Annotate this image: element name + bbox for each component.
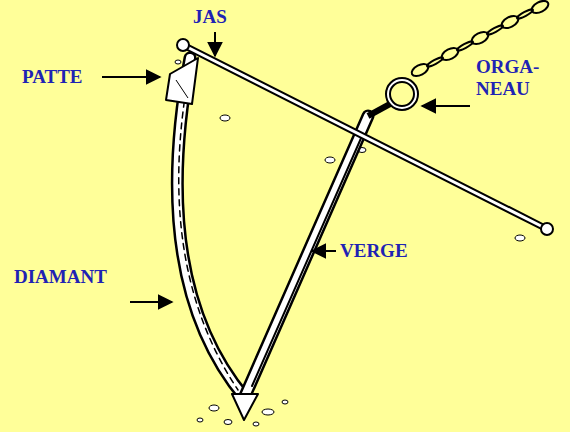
seabed-pebbles [197,418,203,422]
seabed-pebbles [220,115,230,121]
anchor-fluke [176,80,188,98]
anchor-stock [183,45,545,228]
anchor-ring [368,104,390,116]
seabed-pebbles [224,420,232,425]
part-label: ORGA- NEAU [476,56,539,100]
anchor-arm [177,58,245,398]
seabed-pebbles [253,422,259,426]
anchor-ring [368,80,416,116]
pointer-arrow [312,250,336,252]
seabed-pebbles [325,157,335,163]
anchor-chain [530,0,551,16]
anchor-arm [179,90,238,390]
pointer-arrow [102,76,160,78]
pointer-arrow [214,32,216,56]
pointer-arrow [422,105,470,107]
anchor-fluke [166,58,198,104]
seabed-pebbles [262,409,274,415]
anchor-stock [177,39,553,235]
anchor-fluke [232,394,258,420]
seabed-pebbles [282,400,288,404]
seabed-pebbles [515,235,525,241]
seabed-pebbles [175,60,181,64]
seabed-pebbles [209,405,219,411]
anchor-ring [388,80,416,108]
part-label: VERGE [340,240,408,262]
anchor-stock [541,223,553,235]
anchor-stock [177,39,189,51]
anchor-arm [177,58,245,398]
anchor-fluke [166,58,258,420]
part-label: JAS [193,6,227,28]
part-label: PATTE [22,66,83,88]
anchor-stock [183,45,545,228]
pointer-arrow [130,301,172,303]
anchor-ring [388,80,416,108]
part-label: DIAMANT [14,266,107,288]
pointer-arrow [102,32,470,302]
anchor-arm [177,58,245,398]
